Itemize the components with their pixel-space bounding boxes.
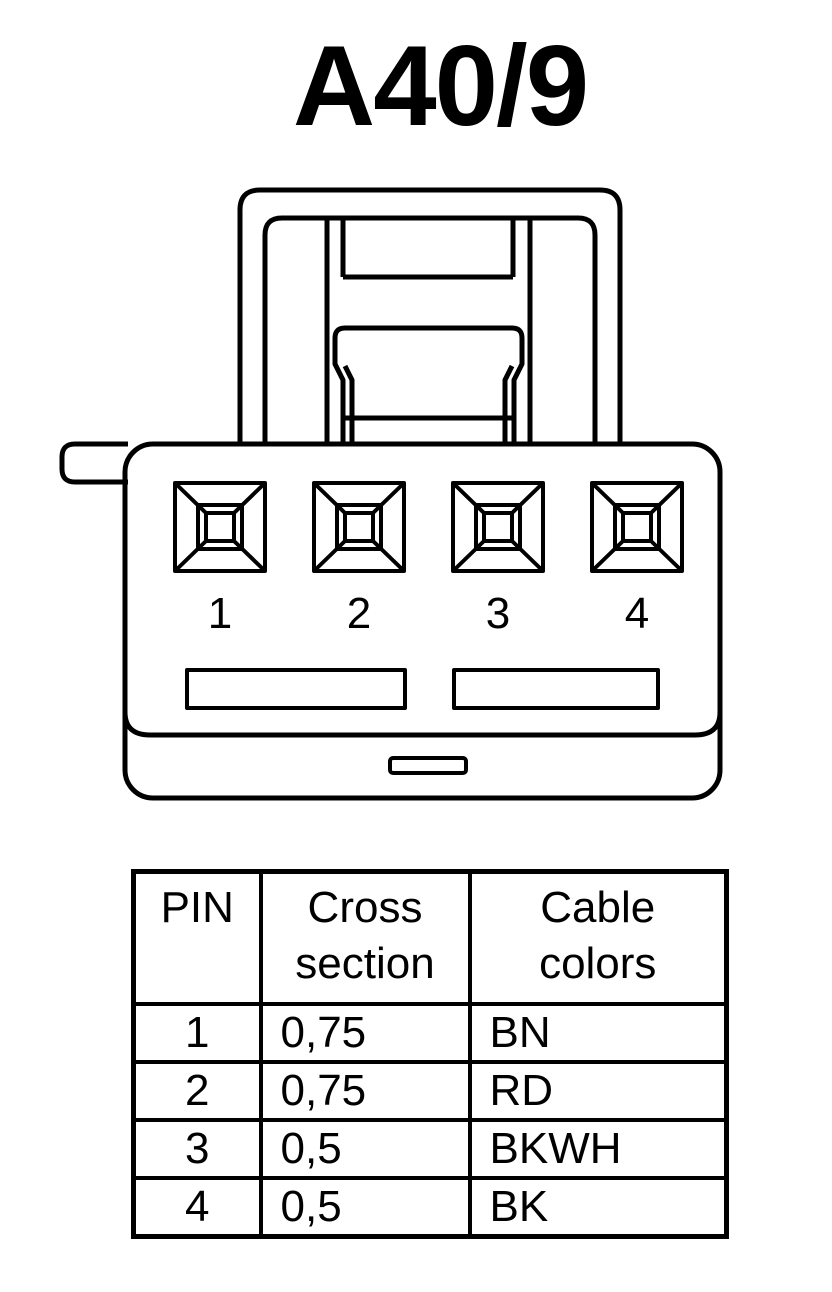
connector-title: A40/9 — [292, 23, 589, 150]
bottom-notch — [388, 756, 468, 775]
cell-cross-section: 0,75 — [258, 1002, 472, 1064]
cell-cross-section: 0,5 — [258, 1176, 472, 1239]
table-row: 3 0,5 BKWH — [131, 1118, 729, 1180]
connector-drawing: 1 2 3 4 — [59, 187, 723, 801]
slot-right — [452, 668, 660, 710]
header-cable-colors: Cable colors — [467, 869, 729, 1006]
slot-left — [185, 668, 407, 710]
cell-cable-color: BK — [467, 1176, 729, 1239]
pin-label-3: 3 — [486, 589, 510, 638]
side-tab — [59, 441, 128, 485]
pin-assignment-table: PIN Cross section Cable colors 1 0,75 BN… — [131, 869, 729, 1239]
cell-cross-section: 0,5 — [258, 1118, 472, 1180]
latch-tongue — [324, 218, 533, 444]
pin-cavities — [173, 481, 684, 573]
table-header-row: PIN Cross section Cable colors — [131, 869, 729, 1006]
connector-body — [122, 441, 723, 801]
cell-cable-color: BN — [467, 1002, 729, 1064]
cell-pin: 2 — [131, 1060, 263, 1122]
cell-pin: 4 — [131, 1176, 263, 1239]
header-pin: PIN — [131, 869, 263, 1006]
header-cross-section: Cross section — [258, 869, 472, 1006]
pin-label-4: 4 — [625, 589, 649, 638]
latch-arch — [237, 187, 623, 444]
pin-cavity-4 — [590, 481, 684, 573]
pin-label-2: 2 — [347, 589, 371, 638]
pin-cavity-1 — [173, 481, 267, 573]
pin-cavity-3 — [451, 481, 545, 573]
cell-cable-color: BKWH — [467, 1118, 729, 1180]
cell-cable-color: RD — [467, 1060, 729, 1122]
cell-cross-section: 0,75 — [258, 1060, 472, 1122]
pin-labels: 1 2 3 4 — [208, 589, 649, 638]
table-row: 4 0,5 BK — [131, 1176, 729, 1239]
slots — [185, 668, 660, 775]
table-row: 1 0,75 BN — [131, 1002, 729, 1064]
cell-pin: 3 — [131, 1118, 263, 1180]
cell-pin: 1 — [131, 1002, 263, 1064]
pin-label-1: 1 — [208, 589, 232, 638]
table-row: 2 0,75 RD — [131, 1060, 729, 1122]
pin-cavity-2 — [312, 481, 406, 573]
